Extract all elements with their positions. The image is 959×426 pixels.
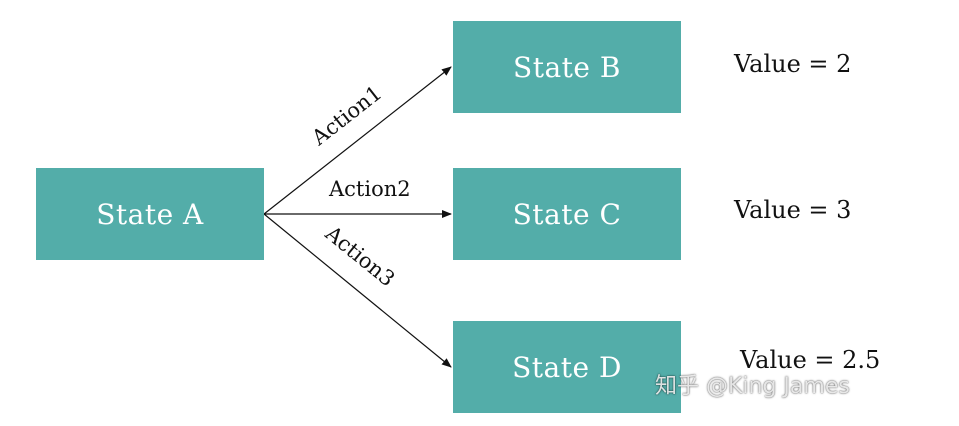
arrow-action3: [263, 213, 452, 368]
watermark: 知乎 @King James: [655, 374, 850, 399]
state-d-box: State D: [453, 321, 681, 413]
state-a-box: State A: [36, 168, 264, 260]
value-c: Value = 3: [734, 196, 852, 224]
state-b-box: State B: [453, 21, 681, 113]
state-a-label: State A: [96, 197, 204, 231]
state-b-label: State B: [513, 50, 621, 84]
state-c-box: State C: [453, 168, 681, 260]
label-action3: Action3: [320, 221, 399, 292]
label-action1: Action1: [307, 81, 387, 151]
value-d: Value = 2.5: [740, 346, 881, 374]
label-action2: Action2: [328, 177, 411, 201]
arrow-action1: [263, 66, 452, 215]
value-b: Value = 2: [734, 50, 852, 78]
state-d-label: State D: [512, 350, 622, 384]
state-c-label: State C: [512, 197, 622, 231]
